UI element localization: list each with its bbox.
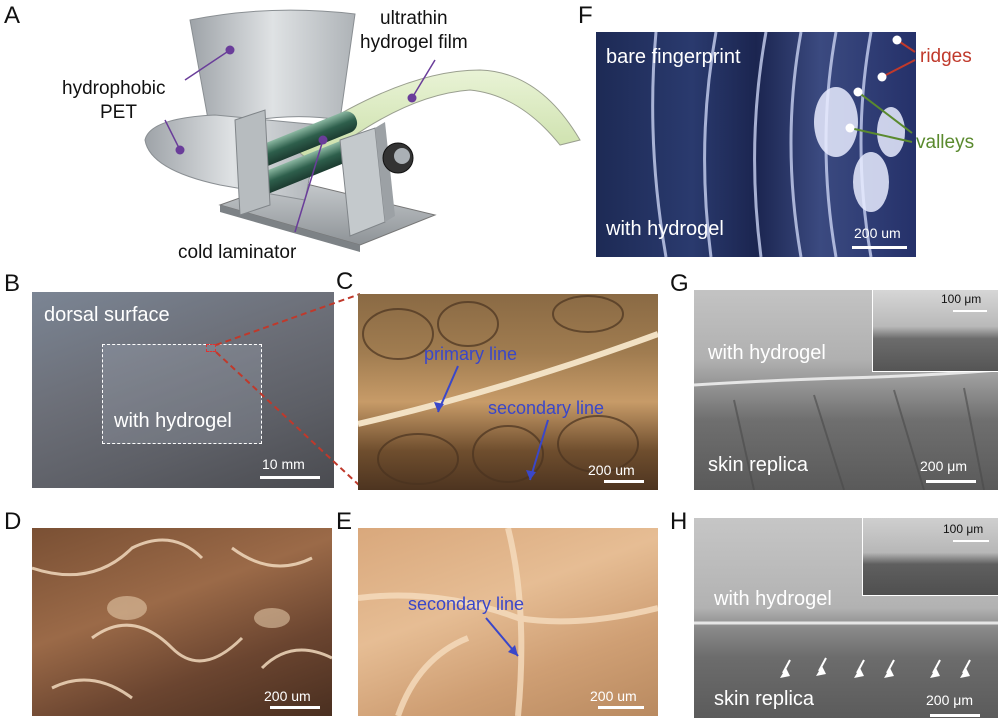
panel-label-f: F: [578, 2, 593, 29]
hydrophobic-pet-label-1: hydrophobic: [62, 78, 166, 99]
laminator-label: cold laminator: [178, 242, 297, 263]
ridges-valleys-pointers: [845, 35, 916, 143]
panel-label-c: C: [336, 268, 354, 295]
b-scale-text: 10 mm: [262, 456, 305, 472]
h-scalebar: [930, 714, 980, 717]
b-scalebar: [260, 476, 320, 479]
hydrogel-film: [289, 69, 581, 166]
f-with-hydrogel-text: with hydrogel: [606, 218, 724, 240]
d-scalebar: [270, 706, 320, 709]
zoom-connector-lines: [215, 293, 361, 487]
g-inset: 100 μm: [872, 290, 998, 372]
h-inset-scale-text: 100 μm: [943, 522, 984, 536]
valleys-label: valleys: [916, 132, 975, 153]
pet-sheet-vertical: [189, 9, 356, 131]
c-scale-text: 200 um: [588, 462, 635, 478]
h-scale-text: 200 μm: [926, 692, 973, 708]
panel-e-image: secondary line 200 um: [358, 528, 658, 716]
panel-label-a: A: [4, 2, 21, 29]
panel-label-g: G: [670, 270, 689, 297]
hydrophobic-pet-label-2: PET: [100, 102, 137, 123]
pet-sheet-curl: [144, 114, 321, 201]
panel-f-image: bare fingerprint with hydrogel 200 um: [596, 32, 916, 257]
h-skin-replica-text: skin replica: [714, 688, 815, 710]
film-label-1: ultrathin: [380, 8, 448, 29]
primary-line-text: primary line: [424, 344, 518, 364]
b-with-hydrogel-text: with hydrogel: [114, 410, 232, 432]
laminator-illustration: [144, 9, 581, 252]
panel-g-image: 100 μm with hydrogel skin replica 200 μm: [694, 290, 998, 490]
roller-bottom: [248, 139, 358, 197]
g-scale-text: 200 μm: [920, 458, 967, 474]
c-secondary-line-text: secondary line: [488, 398, 605, 418]
hydrogel-region-box: [102, 344, 262, 444]
panel-h-image: 100 μm with hydrogel skin replica 200 μm: [694, 518, 998, 718]
panel-label-e: E: [336, 508, 353, 535]
g-inset-scale-text: 100 μm: [941, 292, 982, 306]
panel-label-b: B: [4, 270, 21, 297]
h-inset: 100 μm: [862, 518, 998, 596]
h-with-hydrogel-text: with hydrogel: [714, 588, 832, 610]
h-inset-scalebar: [953, 540, 989, 542]
panel-c-image: primary line secondary line 200 um: [358, 294, 658, 490]
c-scalebar: [604, 480, 644, 483]
d-scale-text: 200 um: [264, 688, 311, 704]
g-scalebar: [926, 480, 976, 483]
dorsal-surface-text: dorsal surface: [44, 304, 170, 326]
e-secondary-line-text: secondary line: [408, 594, 525, 614]
ridges-label: ridges: [920, 46, 972, 67]
panel-d-image: 200 um: [32, 528, 332, 716]
zoom-region-marker: [206, 344, 216, 352]
film-label-2: hydrogel film: [360, 32, 468, 53]
panel-label-d: D: [4, 508, 22, 535]
g-skin-replica-text: skin replica: [708, 454, 809, 476]
panel-b-image: dorsal surface with hydrogel 10 mm: [32, 292, 334, 488]
f-scale-text: 200 um: [854, 225, 901, 241]
g-inset-scalebar: [953, 310, 987, 312]
roller-top: [248, 111, 358, 169]
g-with-hydrogel-text: with hydrogel: [708, 342, 826, 364]
e-scalebar: [598, 706, 644, 709]
bare-fingerprint-text: bare fingerprint: [606, 46, 741, 68]
panel-label-h: H: [670, 508, 688, 535]
e-scale-text: 200 um: [590, 688, 637, 704]
f-scalebar: [852, 246, 907, 249]
